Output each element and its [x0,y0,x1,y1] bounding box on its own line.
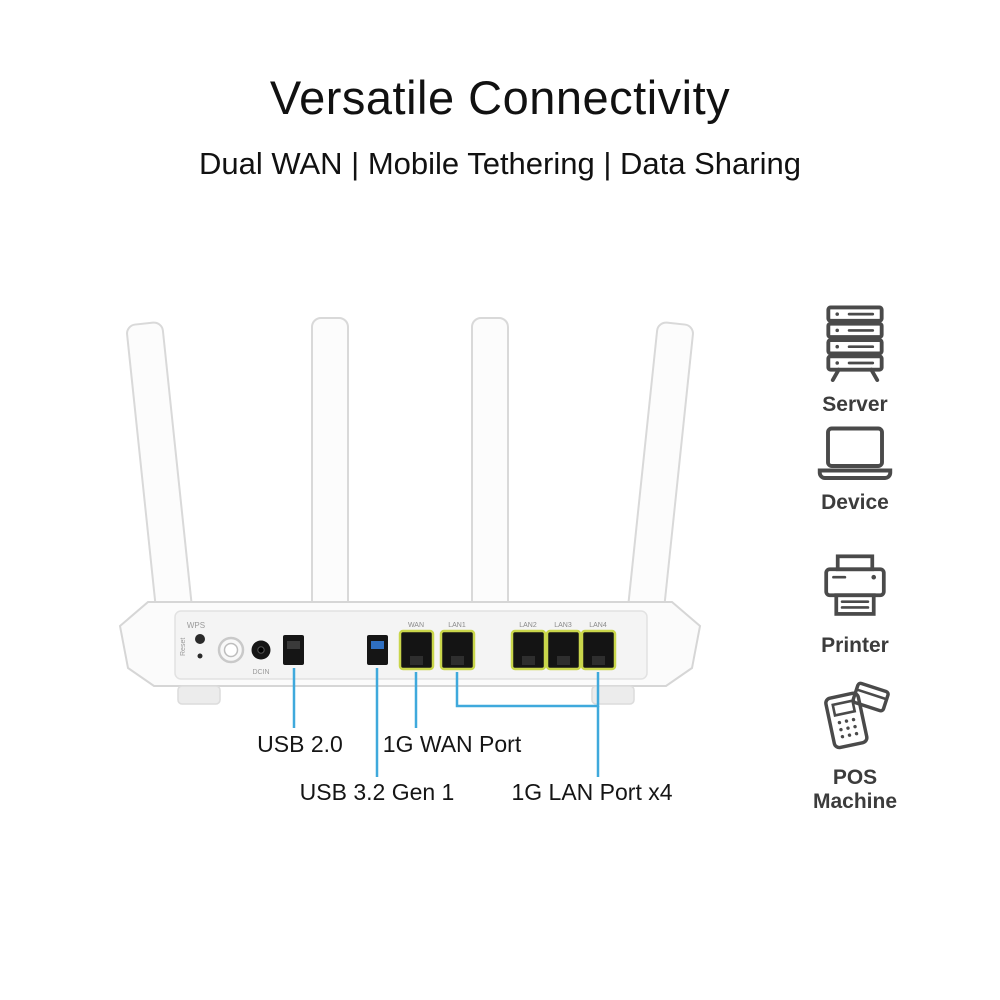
dc-jack-pin [257,646,265,654]
router-illustration: WPS Reset DCIN WAN LAN1 [118,317,702,777]
lan3-port-label: LAN3 [554,622,572,629]
legend-label-device: Device [821,491,889,514]
router-foot-left [177,685,221,705]
legend-item-server: Server [790,303,920,417]
wps-button [195,634,205,644]
lan2-port-label: LAN2 [519,622,537,629]
lan4-port [580,629,617,671]
page-subtitle: Dual WAN | Mobile Tethering | Data Shari… [199,146,801,181]
antenna-right-inner [471,317,509,619]
server-icon [826,305,884,382]
reset-hole [197,653,203,659]
lan-callout-bracket [455,672,600,708]
printer-icon [824,554,886,616]
reset-label: Reset [180,638,187,656]
legend-item-pos: POS Machine [790,680,920,814]
wan-port-label: WAN [408,622,424,629]
usb2-callout-label: USB 2.0 [257,731,343,757]
page-title: Versatile Connectivity [269,71,731,124]
laptop-icon [817,426,893,480]
wan-port [398,629,435,671]
lan4-port-label: LAN4 [589,622,607,629]
antenna-left-inner [311,317,349,619]
dcin-label: DCIN [252,669,269,676]
legend-label-printer: Printer [821,634,889,657]
antenna-right-outer [626,321,694,624]
legend-item-device: Device [790,424,920,515]
lan-callout-label: 1G LAN Port x4 [511,779,673,805]
lan3-port [545,629,582,671]
lan1-port-label: LAN1 [448,622,466,629]
legend-label-server: Server [822,393,888,416]
lan1-port [439,629,476,671]
wan-callout-label: 1G WAN Port [382,731,522,757]
usb2-port [283,635,304,665]
lan2-port [510,629,547,671]
usb3-callout-label: USB 3.2 Gen 1 [299,779,455,805]
usb3-port [367,635,388,665]
pos-machine-icon [824,681,890,750]
wps-label: WPS [187,621,205,630]
power-button-inner [223,642,239,658]
legend-label-pos: POS Machine [812,766,898,814]
legend-item-printer: Printer [790,552,920,658]
router-foot-right [591,685,635,705]
antenna-left-outer [126,321,194,624]
